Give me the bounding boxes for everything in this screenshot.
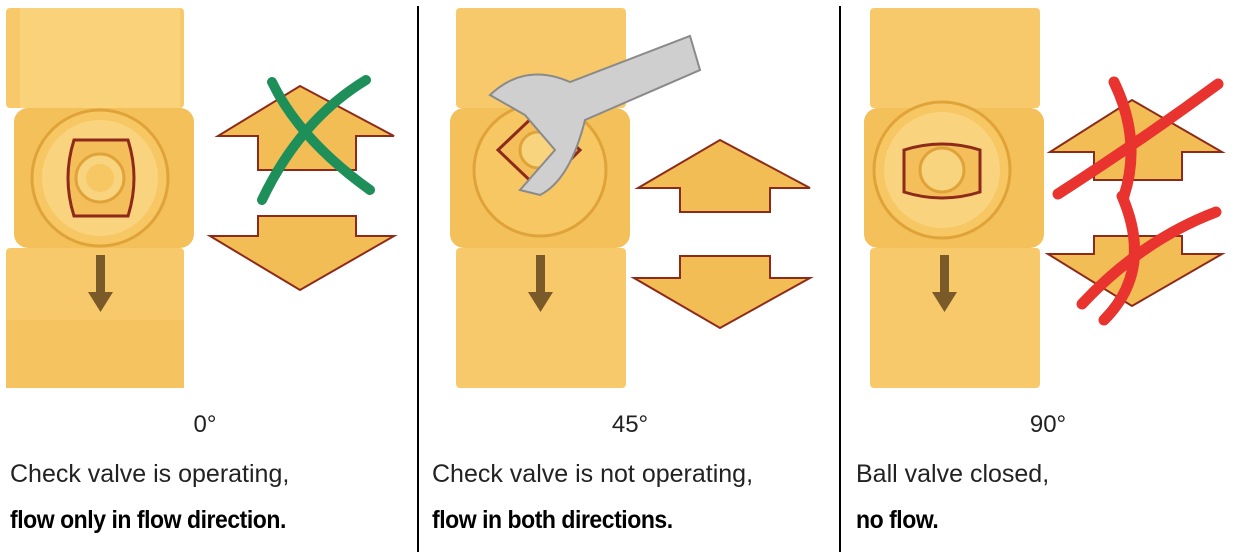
panel-0deg: 0° Check valve is operating, flow only i…: [0, 0, 413, 556]
panel-90deg: 90° Ball valve closed, no flow.: [842, 0, 1240, 556]
ball-valve-icon: [6, 8, 194, 388]
angle-label: 45°: [611, 411, 649, 438]
flow-direction-arrow-icon: [932, 255, 957, 312]
flow-description: no flow.: [856, 506, 939, 534]
status-line: Check valve is not operating,: [432, 460, 754, 488]
angle-label: 0°: [193, 411, 217, 438]
status-line: Check valve is operating,: [10, 460, 290, 488]
green-cross-icon: [257, 75, 375, 205]
valve-45deg-illustration: [450, 8, 814, 388]
angle-label: 90°: [1029, 411, 1067, 438]
wrench-icon: [488, 34, 702, 197]
ball-valve-icon: [450, 8, 630, 388]
status-line: Ball valve closed,: [856, 460, 1050, 488]
valve-0deg-illustration: [6, 8, 398, 388]
red-cross-icon: [1052, 76, 1224, 326]
flow-down-arrow-icon: [630, 255, 814, 330]
flow-direction-arrow-icon: [88, 255, 113, 312]
panel-45deg: 45° Check valve is not operating, flow i…: [420, 0, 833, 556]
flow-down-arrow-icon: [206, 215, 398, 292]
flow-direction-arrow-icon: [528, 255, 553, 312]
divider-2: [839, 6, 841, 552]
valve-90deg-illustration: [864, 8, 1226, 388]
flow-description: flow in both directions.: [432, 506, 673, 534]
flow-description: flow only in flow direction.: [10, 506, 286, 534]
flow-up-arrow-icon: [634, 138, 811, 213]
ball-valve-icon: [864, 8, 1044, 388]
divider-1: [417, 6, 419, 552]
